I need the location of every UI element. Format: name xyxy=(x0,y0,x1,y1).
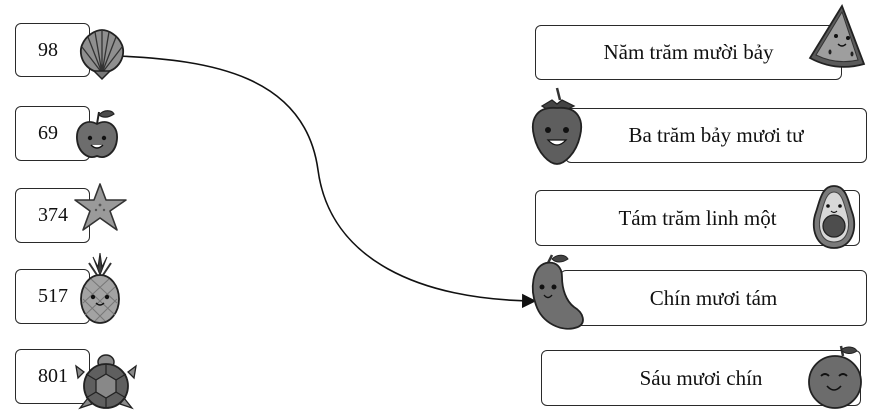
starfish-icon xyxy=(74,183,127,231)
mango-icon xyxy=(531,254,584,330)
number-label: 517 xyxy=(38,285,68,307)
word-card-nam-tram-muoi-bay[interactable]: Năm trăm mười bảy xyxy=(535,25,842,80)
number-card-69[interactable]: 69 xyxy=(15,106,90,161)
word-card-sau-muoi-chin[interactable]: Sáu mươi chín xyxy=(541,350,861,406)
word-label: Năm trăm mười bảy xyxy=(603,40,774,64)
strawberry-icon xyxy=(532,87,582,165)
word-card-ba-tram-bay-muoi-tu[interactable]: Ba trăm bảy mươi tư xyxy=(565,108,867,163)
number-label: 801 xyxy=(38,365,68,387)
word-label: Tám trăm linh một xyxy=(618,205,777,230)
apple-icon xyxy=(76,110,118,158)
number-label: 69 xyxy=(38,122,58,144)
number-label: 374 xyxy=(38,204,68,226)
number-label: 98 xyxy=(38,38,58,61)
word-card-tam-tram-linh-mot[interactable]: Tám trăm linh một xyxy=(535,190,860,246)
number-card-98[interactable]: 98 xyxy=(15,23,90,77)
pineapple-icon xyxy=(80,253,120,324)
watermelon-slice-icon xyxy=(808,3,866,68)
word-label: Sáu mươi chín xyxy=(639,365,763,390)
word-label: Ba trăm bảy mươi tư xyxy=(628,123,804,147)
turtle-icon xyxy=(75,354,137,410)
number-card-517[interactable]: 517 xyxy=(15,269,90,324)
avocado-icon xyxy=(812,185,856,249)
word-label: Chín mươi tám xyxy=(649,285,778,310)
shell-icon xyxy=(80,29,124,81)
orange-icon xyxy=(808,345,862,409)
word-card-chin-muoi-tam[interactable]: Chín mươi tám xyxy=(560,270,867,326)
